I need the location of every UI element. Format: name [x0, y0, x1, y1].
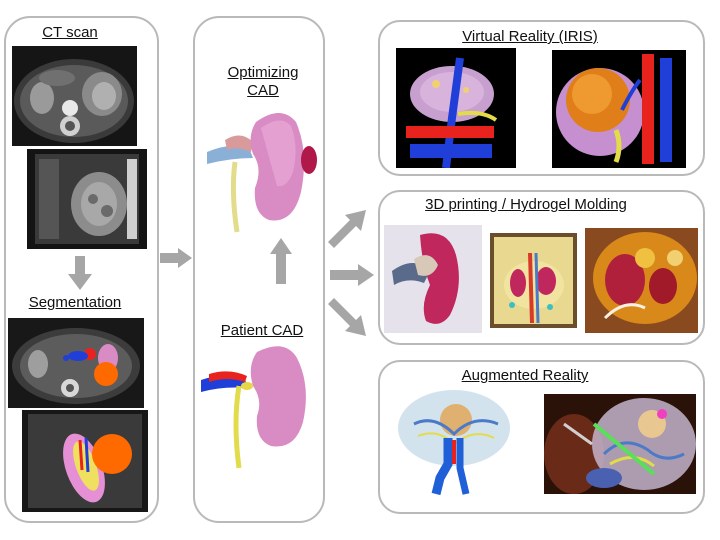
patient-cad-kidney-model: [199, 342, 319, 470]
arrow-to-3d-printing-lower: [328, 296, 368, 338]
patient-cad-label: Patient CAD: [220, 322, 304, 339]
arrow-down-ct-to-segmentation: [68, 256, 92, 290]
arrow-to-3d-printing-upper: [328, 208, 368, 250]
vr-kidney-image-1: [396, 48, 516, 168]
virtual-reality-label: Virtual Reality (IRIS): [462, 28, 598, 45]
printing-label: 3D printing / Hydrogel Molding: [425, 196, 627, 213]
vr-kidney-image-2: [552, 50, 686, 168]
segmentation-image-coronal: [22, 410, 148, 512]
ct-scan-image-coronal: [27, 149, 147, 249]
hydrogel-mold-photo-1: [490, 233, 577, 328]
ct-scan-image-axial: [12, 46, 137, 146]
cad-panel: [193, 16, 325, 523]
ar-surgical-overlay-photo: [544, 394, 696, 494]
segmentation-image-axial: [8, 318, 144, 408]
ar-hologram-render: [394, 384, 516, 502]
optimizing-cad-label-line1: Optimizing: [227, 64, 299, 81]
arrow-right-to-cad: [160, 248, 192, 268]
optimized-cad-kidney-model: [201, 102, 319, 234]
arrow-up-patient-to-optimized: [270, 238, 292, 284]
augmented-reality-label: Augmented Reality: [461, 367, 589, 384]
segmentation-label: Segmentation: [28, 294, 122, 311]
arrow-to-3d-printing-middle: [330, 264, 374, 286]
printed-kidney-photo: [384, 225, 482, 333]
hydrogel-mold-photo-2: [585, 228, 698, 333]
ct-scan-label: CT scan: [42, 24, 98, 41]
optimizing-cad-label-line2: CAD: [247, 82, 279, 99]
